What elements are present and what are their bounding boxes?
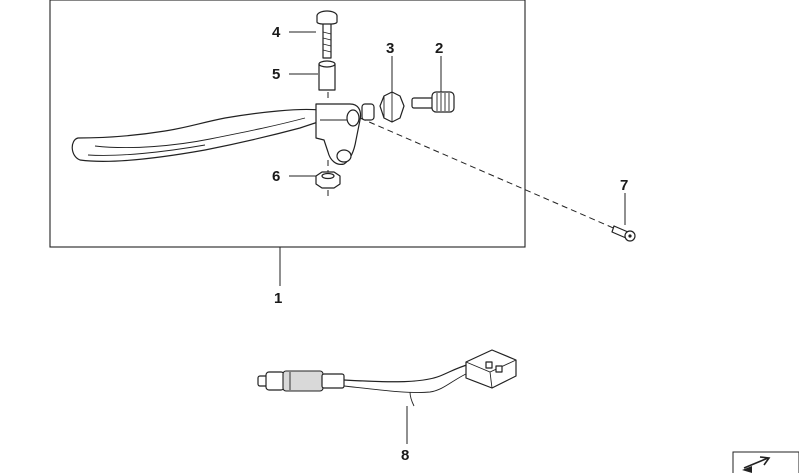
lever-icon: [71, 108, 319, 162]
adjuster-screw-icon: [411, 91, 455, 113]
diagram-reference-icon: [732, 451, 799, 473]
switch-cable-icon: [257, 349, 517, 407]
lever-pivot-block-icon: [315, 103, 362, 165]
nut-icon: [315, 171, 341, 189]
bolt-icon: [316, 10, 338, 59]
callout-1: 1: [274, 290, 282, 307]
callout-2: 2: [435, 40, 443, 57]
callout-7: 7: [620, 177, 628, 194]
callout-6: 6: [272, 168, 280, 185]
spacer-icon: [361, 103, 375, 121]
callout-8: 8: [401, 447, 409, 464]
screw-icon: [611, 225, 636, 242]
axis-line-diagonal: [359, 117, 619, 231]
callout-5: 5: [272, 66, 280, 83]
callout-3: 3: [386, 40, 394, 57]
assembly-frame: [49, 0, 526, 248]
callout-4: 4: [272, 24, 281, 41]
bushing-icon: [318, 60, 336, 91]
lock-nut-icon: [379, 91, 405, 123]
